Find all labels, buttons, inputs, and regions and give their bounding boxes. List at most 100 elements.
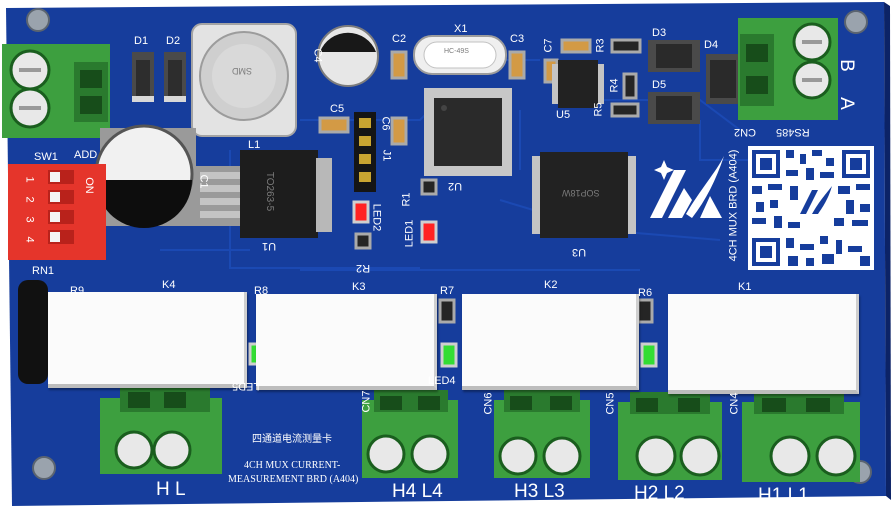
label-k2: K2 bbox=[544, 279, 558, 291]
label-cn4: CN4 bbox=[728, 392, 741, 415]
board-title-en-1: 4CH MUX CURRENT- bbox=[244, 460, 341, 471]
regulator-u1 bbox=[196, 150, 332, 238]
terminal-block-cn7 bbox=[362, 390, 458, 478]
inductor-l1 bbox=[191, 23, 297, 137]
label-led1: LED1 bbox=[403, 219, 416, 248]
diode-d1 bbox=[132, 52, 154, 102]
label-c7: C7 bbox=[542, 38, 555, 53]
label-b: B bbox=[835, 59, 857, 72]
label-l1: L1 bbox=[248, 139, 261, 151]
dip-num-1: 1 bbox=[23, 176, 36, 183]
u1-marking: TO263-5 bbox=[264, 171, 276, 212]
label-r1: R1 bbox=[400, 192, 413, 207]
label-r9: R9 bbox=[70, 285, 85, 297]
mounting-hole bbox=[26, 8, 50, 32]
chip-u3 bbox=[532, 152, 636, 238]
label-led4: LED4 bbox=[428, 375, 456, 387]
label-cn6: CN6 bbox=[482, 392, 495, 415]
label-u5: U5 bbox=[556, 109, 571, 121]
label-u3: U3 bbox=[572, 246, 587, 258]
relay-k2 bbox=[462, 294, 639, 390]
label-c4: C4 bbox=[311, 48, 324, 63]
label-led2: LED2 bbox=[370, 203, 383, 232]
dip-num-4: 4 bbox=[23, 236, 36, 243]
label-d4: D4 bbox=[704, 39, 719, 51]
label-d2: D2 bbox=[166, 35, 181, 47]
label-j1: J1 bbox=[380, 149, 393, 162]
label-h4l4: H4 L4 bbox=[392, 481, 443, 502]
label-r8: R8 bbox=[254, 285, 269, 297]
label-x1: X1 bbox=[454, 23, 468, 35]
label-k1: K1 bbox=[738, 281, 752, 293]
terminal-block-power bbox=[2, 44, 110, 138]
label-a: A bbox=[835, 97, 857, 110]
qr-code bbox=[748, 146, 874, 270]
label-cn7: CN7 bbox=[360, 390, 373, 413]
resistors-smd bbox=[354, 38, 654, 324]
chip-u5 bbox=[552, 60, 604, 108]
diode-d5 bbox=[648, 92, 700, 124]
label-d1: D1 bbox=[134, 35, 149, 47]
label-u2: U2 bbox=[448, 180, 463, 192]
capacitor-c1 bbox=[94, 124, 196, 228]
relay-k4 bbox=[48, 292, 247, 388]
label-hl: H L bbox=[156, 479, 186, 500]
diode-d4 bbox=[706, 54, 740, 104]
label-c2: C2 bbox=[392, 33, 407, 45]
terminal-block-cn6 bbox=[494, 390, 590, 478]
relay-k1 bbox=[668, 294, 859, 394]
label-h3l3: H3 L3 bbox=[514, 481, 565, 502]
label-cn2: CN2 bbox=[734, 126, 757, 138]
board-title-en-2: MEASUREMENT BRD (A404) bbox=[228, 474, 359, 485]
board-edge-shadow bbox=[884, 2, 891, 500]
dip-num-3: 3 bbox=[23, 216, 36, 223]
dip-switch-sw1 bbox=[8, 164, 106, 260]
capacitor-c4 bbox=[317, 25, 379, 87]
led-indicators bbox=[248, 200, 658, 368]
mcu-u2 bbox=[424, 88, 512, 176]
label-r6: R6 bbox=[638, 287, 653, 299]
terminal-block-cn5 bbox=[618, 392, 722, 480]
l1-marking: SMD bbox=[232, 66, 252, 76]
label-r5: R5 bbox=[592, 102, 605, 117]
label-c6: C6 bbox=[379, 116, 392, 131]
label-h1l1: H1 L1 bbox=[758, 485, 809, 506]
label-r7: R7 bbox=[440, 285, 455, 297]
label-r2: R2 bbox=[356, 262, 371, 274]
label-sw1: SW1 bbox=[34, 151, 58, 163]
brand-logo bbox=[650, 156, 724, 218]
header-j1 bbox=[354, 112, 376, 192]
diode-d3 bbox=[648, 40, 700, 72]
relay-k3 bbox=[256, 294, 437, 390]
mounting-hole bbox=[844, 10, 868, 34]
label-r3: R3 bbox=[594, 38, 607, 53]
label-h2l2: H2 L2 bbox=[634, 483, 685, 504]
label-k4: K4 bbox=[162, 279, 176, 291]
resistor-network-rn1 bbox=[18, 280, 48, 384]
terminal-block-cn4 bbox=[742, 392, 860, 482]
label-rn1: RN1 bbox=[32, 265, 55, 277]
diode-d2 bbox=[164, 52, 186, 102]
label-rs485: RS485 bbox=[776, 126, 810, 138]
u3-marking: SOP18W bbox=[562, 188, 600, 198]
terminal-block-hl bbox=[100, 384, 222, 474]
label-add: ADD bbox=[74, 149, 98, 161]
crystal-x1 bbox=[413, 35, 507, 75]
vertical-title: 4CH MUX BRD (A404) bbox=[727, 149, 740, 262]
label-c3: C3 bbox=[510, 33, 525, 45]
terminal-block-rs485 bbox=[738, 18, 838, 120]
label-k3: K3 bbox=[352, 281, 366, 293]
x1-marking: HC-49S bbox=[444, 48, 469, 55]
label-led5: LED5 bbox=[232, 380, 260, 392]
label-on: ON bbox=[82, 177, 95, 194]
label-u1: U1 bbox=[262, 240, 277, 252]
dip-num-2: 2 bbox=[23, 196, 36, 203]
label-d5: D5 bbox=[652, 79, 667, 91]
label-d3: D3 bbox=[652, 27, 667, 39]
label-cn5: CN5 bbox=[604, 392, 617, 415]
board-title-cn: 四通道电流测量卡 bbox=[252, 434, 332, 445]
label-c5: C5 bbox=[330, 103, 345, 115]
mounting-hole bbox=[32, 456, 56, 480]
label-c1: C1 bbox=[197, 174, 210, 189]
